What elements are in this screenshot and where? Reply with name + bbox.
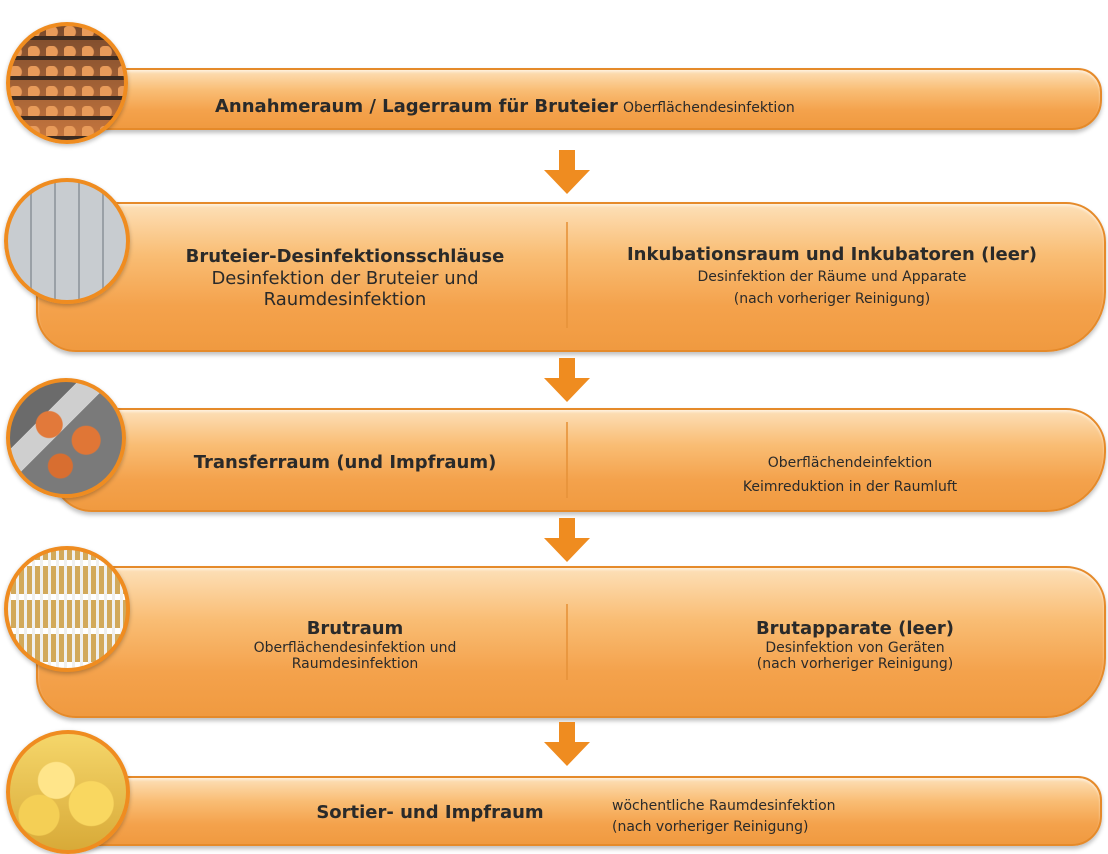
step-3-divider — [566, 422, 568, 498]
step-2-bar — [36, 202, 1106, 352]
down-arrow-icon — [544, 722, 590, 766]
step-4-right-sub1: Desinfektion von Geräten — [765, 639, 945, 656]
down-arrow-icon — [544, 518, 590, 562]
step-4-left-sub1: Oberflächendesinfektion und — [253, 639, 457, 656]
step-4-divider — [566, 604, 568, 680]
crates-photo — [4, 546, 130, 672]
step-5-left: Sortier- und Impfraum — [280, 802, 580, 824]
step-2-right-title: Inkubationsraum und Inkubatoren (leer) — [626, 244, 1038, 265]
eggs-photo — [6, 22, 128, 144]
step-3-bar — [52, 408, 1106, 512]
transfer-photo — [6, 378, 126, 498]
step-4-right: Brutapparate (leer) Desinfektion von Ger… — [600, 618, 1108, 673]
step-4-left-sub2: Raumdesinfektion — [291, 656, 419, 673]
step-2-left-title: Bruteier-Desinfektionsschläuse — [185, 246, 505, 267]
step-5-right: wöchentliche Raumdesinfektion (nach vorh… — [612, 796, 972, 838]
step-3-right-sub1: Oberflächendeinfektion — [767, 455, 933, 471]
step-5-bar — [58, 776, 1102, 846]
step-3-left-title: Transferraum (und Impfraum) — [193, 452, 497, 473]
step-3-left: Transferraum (und Impfraum) — [130, 452, 560, 474]
step-2-left-sub2: Raumdesinfektion — [263, 289, 427, 311]
step-2-divider — [566, 222, 568, 328]
step-5-right-sub1: wöchentliche Raumdesinfektion — [612, 798, 836, 814]
step-3-right: Oberflächendeinfektion Keimreduktion in … — [580, 452, 1108, 500]
down-arrow-icon — [544, 150, 590, 194]
step-2-right-sub1: Desinfektion der Räume und Apparate — [697, 268, 967, 285]
step-2-right-sub2: (nach vorheriger Reinigung) — [733, 290, 931, 307]
step-1-title: Annahmeraum / Lagerraum für Bruteier — [215, 96, 618, 117]
step-2-right: Inkubationsraum und Inkubatoren (leer) D… — [572, 244, 1092, 310]
step-2-left-sub1: Desinfektion der Bruteier und — [211, 267, 479, 289]
step-1-subtitle: Oberflächendesinfektion — [623, 100, 795, 116]
step-4-right-sub2: (nach vorheriger Reinigung) — [756, 656, 954, 673]
step-1-bar — [58, 68, 1102, 130]
step-4-left-title: Brutraum — [306, 618, 404, 639]
step-4-left: Brutraum Oberflächendesinfektion und Rau… — [150, 618, 560, 673]
incubator-photo — [4, 178, 130, 304]
step-4-right-title: Brutapparate (leer) — [755, 618, 955, 639]
chicks-photo — [6, 730, 130, 854]
step-1-text: Annahmeraum / Lagerraum für Bruteier Obe… — [215, 96, 935, 118]
down-arrow-icon — [544, 358, 590, 402]
step-3-right-sub2: Keimreduktion in der Raumluft — [742, 478, 958, 495]
step-4-bar — [36, 566, 1106, 718]
step-2-left: Bruteier-Desinfektionsschläuse Desinfekt… — [130, 246, 560, 311]
step-5-left-title: Sortier- und Impfraum — [316, 802, 544, 823]
step-5-right-sub2: (nach vorheriger Reinigung) — [612, 819, 809, 835]
